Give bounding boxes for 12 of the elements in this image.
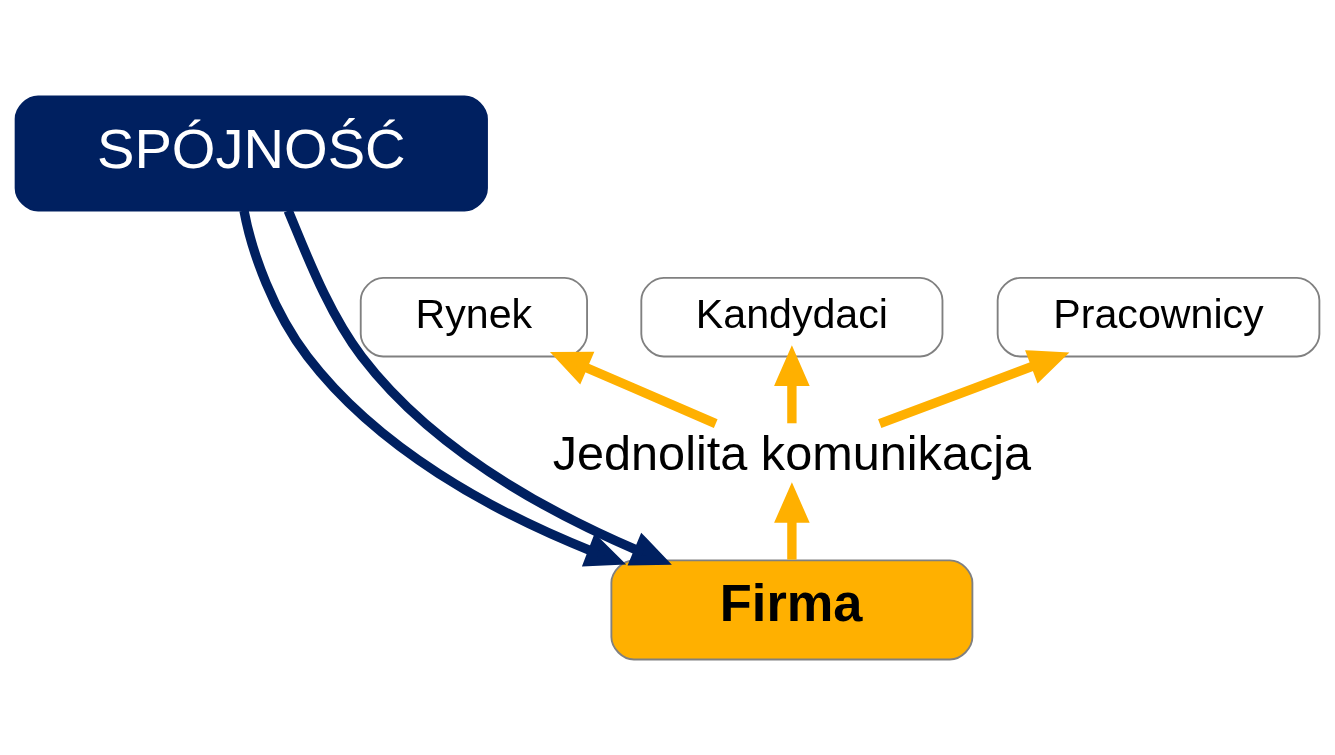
node-box: Rynek bbox=[359, 276, 588, 357]
node-box: Kandydaci bbox=[640, 276, 944, 357]
node-box: SPÓJNOŚĆ bbox=[14, 95, 488, 212]
node-box: Firma bbox=[610, 558, 974, 660]
arrow bbox=[878, 349, 1070, 428]
arrow bbox=[549, 351, 718, 428]
node-text: Jednolita komunikacja bbox=[552, 425, 1032, 480]
arrow bbox=[774, 344, 810, 423]
arrow bbox=[283, 208, 672, 566]
arrow bbox=[239, 209, 627, 566]
arrow bbox=[774, 481, 810, 560]
node-box: Pracownicy bbox=[996, 276, 1321, 357]
